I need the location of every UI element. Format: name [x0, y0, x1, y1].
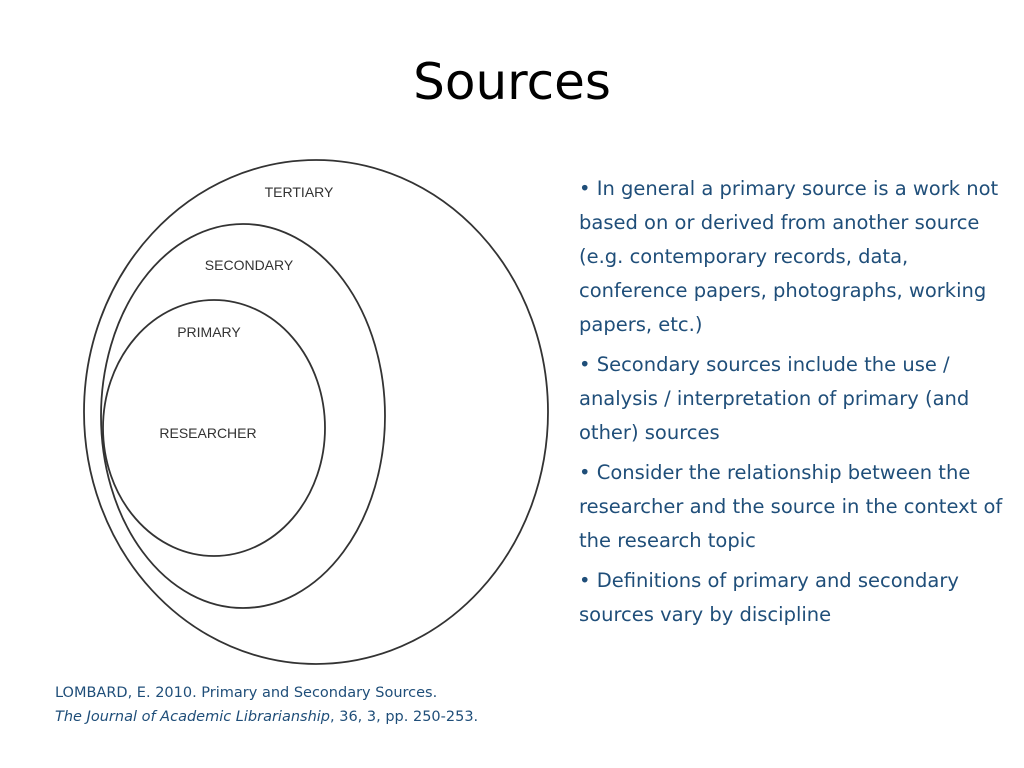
citation: LOMBARD, E. 2010. Primary and Secondary …	[55, 681, 575, 729]
nested-sources-diagram: TERTIARY SECONDARY PRIMARY RESEARCHER	[83, 159, 549, 665]
bullet-item-primary-definition: • In general a primary source is a work …	[579, 177, 999, 336]
researcher-label: RESEARCHER	[159, 425, 256, 441]
tertiary-circle	[83, 159, 549, 665]
citation-author-line: LOMBARD, E. 2010. Primary and Secondary …	[55, 685, 438, 701]
slide-title: Sources	[413, 53, 611, 111]
bullet-item-secondary-definition: • Secondary sources include the use / an…	[579, 353, 970, 444]
citation-journal-title: The Journal of Academic Librarianship	[55, 709, 331, 725]
secondary-label: SECONDARY	[205, 257, 294, 273]
bullet-item-discipline: • Definitions of primary and secondary s…	[579, 569, 959, 626]
citation-journal-line: The Journal of Academic Librarianship, 3…	[55, 705, 575, 729]
bullet-item-relationship: • Consider the relationship between the …	[579, 461, 1003, 552]
tertiary-label: TERTIARY	[265, 184, 334, 200]
secondary-circle	[100, 223, 386, 609]
bullet-list: • In general a primary source is a work …	[579, 172, 1004, 638]
primary-circle	[102, 299, 326, 557]
primary-label: PRIMARY	[177, 324, 241, 340]
citation-details: , 36, 3, pp. 250-253.	[330, 709, 479, 725]
